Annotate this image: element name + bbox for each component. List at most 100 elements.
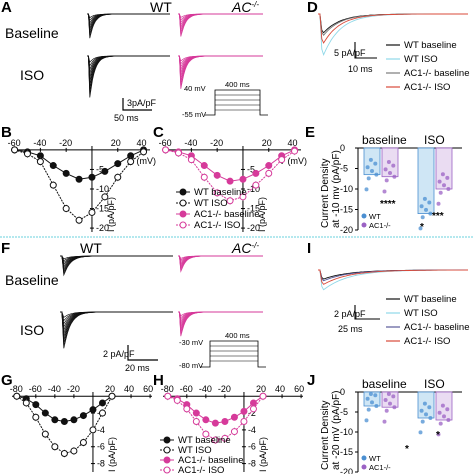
iv-point	[221, 417, 229, 425]
iv-point	[41, 430, 49, 438]
x-tick-label: -40	[184, 138, 197, 148]
data-point	[437, 179, 442, 184]
iv-series-line	[165, 149, 295, 182]
data-point	[374, 172, 379, 177]
group-title-iso: ISO	[424, 133, 445, 147]
y-axis-label: I (pA/pF)	[107, 437, 117, 472]
legend-marker	[179, 199, 187, 207]
data-point	[436, 201, 441, 206]
current-traces-top	[87, 13, 263, 98]
protocol-duration-f: 400 ms	[225, 331, 250, 340]
y-axis-label: I (pA/pF)	[257, 197, 267, 232]
data-point	[422, 401, 427, 406]
data-point	[386, 392, 391, 396]
iv-point	[13, 392, 21, 400]
data-point	[368, 157, 373, 162]
data-point	[419, 408, 424, 413]
y-tick-label: -2	[248, 408, 256, 418]
row-label-baseline-bottom: Baseline	[5, 272, 59, 288]
legend-marker	[163, 446, 171, 454]
x-tick-label: -60	[29, 384, 42, 394]
data-point	[392, 405, 397, 410]
y-tick-label: -5	[247, 164, 255, 174]
iv-point	[98, 409, 106, 417]
legend-entry: WT baseline	[194, 187, 247, 198]
y-tick-label: -20	[340, 225, 353, 235]
data-point	[373, 393, 378, 398]
scale-label-x-i: 25 ms	[338, 324, 363, 334]
data-point	[388, 401, 392, 406]
legend-marker-wt	[361, 455, 367, 461]
bar-legend-ac: AC1-/-	[369, 221, 391, 230]
data-point	[442, 414, 446, 419]
data-point	[437, 410, 442, 415]
iv-point	[75, 216, 83, 224]
overlay-trace	[318, 269, 468, 285]
legend-marker	[163, 466, 171, 474]
data-point	[383, 167, 388, 172]
iv-point	[22, 399, 30, 407]
y-tick-label: -10	[340, 427, 353, 437]
data-point	[424, 412, 428, 417]
panel-label-g: G	[1, 372, 13, 389]
x-tick-label: -20	[67, 384, 80, 394]
row-label-iso-bottom: ISO	[20, 322, 44, 338]
x-tick-label: 20	[256, 384, 266, 394]
data-point	[442, 183, 446, 188]
legend-marker	[163, 456, 171, 464]
iv-point	[79, 412, 87, 420]
overlay-traces-i	[318, 269, 468, 291]
y-tick-label: -8	[97, 459, 105, 469]
x-tick-label: -60	[8, 138, 21, 148]
column-title-ac-bottom: AC-/-	[231, 240, 259, 256]
data-point	[370, 400, 374, 405]
y-tick-label: -4	[248, 425, 256, 435]
panel-label-i: I	[307, 240, 311, 257]
x-tick-label: 20	[262, 138, 272, 148]
data-point	[365, 165, 370, 170]
y-axis-label-2: at -10 mv (pA/pF)	[331, 150, 342, 228]
overlay-trace	[318, 13, 468, 34]
legend-entry: AC1-/- baseline	[404, 322, 469, 333]
current-traces-bottom	[60, 255, 263, 349]
iv-point	[98, 399, 106, 407]
scale-label-x-d: 10 ms	[348, 64, 373, 74]
iv-point	[164, 392, 172, 400]
data-point	[422, 196, 427, 201]
data-point	[424, 207, 428, 212]
y-axis-label: Current Density	[320, 401, 331, 470]
iv-point	[240, 417, 248, 425]
x-axis-label: V (mV)	[279, 156, 307, 166]
iv-point	[79, 439, 87, 447]
scale-label-y-d: 5 pA/pF	[334, 48, 366, 58]
data-point	[440, 403, 445, 408]
x-tick-label: 60	[294, 384, 304, 394]
iv-point	[259, 392, 267, 400]
column-title-ac: AC-/-	[231, 0, 259, 15]
legend-entry: AC1-/- ISO	[404, 82, 450, 93]
iv-point	[49, 181, 57, 189]
legend-marker-wt	[361, 213, 367, 219]
data-point	[427, 405, 432, 410]
data-point	[374, 404, 379, 408]
iv-point	[211, 419, 219, 427]
legend-entry: WT baseline	[404, 294, 457, 305]
x-tick-label: 40	[124, 384, 134, 394]
data-point	[382, 189, 387, 194]
group-title-baseline: baseline	[362, 133, 407, 147]
overlay-trace	[318, 269, 468, 291]
iv-point	[202, 416, 210, 424]
trace-wt-baseline	[87, 13, 170, 39]
overlay-trace	[318, 13, 468, 44]
iv-point	[88, 173, 96, 181]
iv-point	[291, 147, 299, 155]
iv-point	[239, 175, 247, 183]
x-tick-label: -60	[180, 384, 193, 394]
iv-point	[32, 401, 40, 409]
y-tick-label: -5	[340, 407, 348, 417]
iv-series-line	[167, 395, 264, 441]
legend-marker	[179, 221, 187, 229]
